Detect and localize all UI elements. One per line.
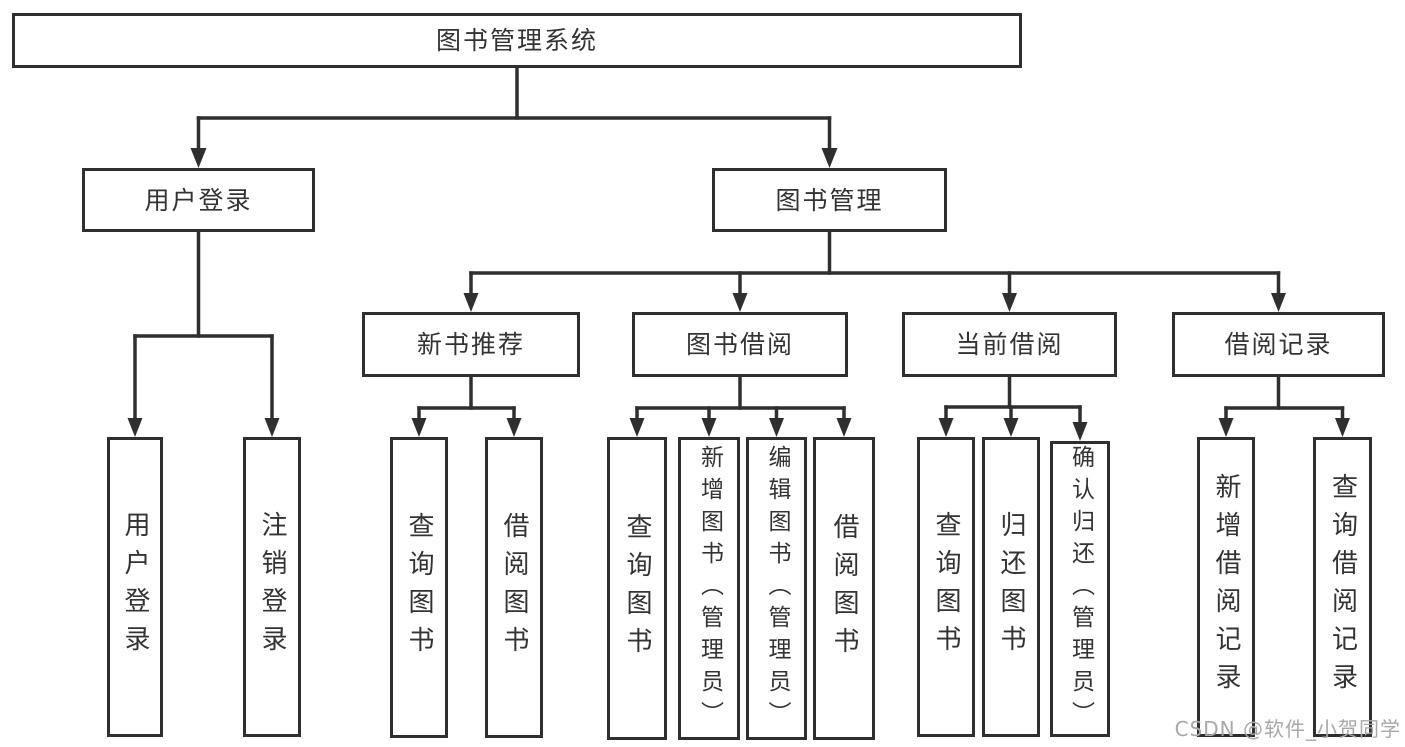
node-label: 查询图书 — [622, 512, 652, 665]
leaf-confirm-return-admin: 确认归还（管理员） — [1050, 441, 1110, 737]
node-label: 新增图书（管理员） — [696, 444, 723, 733]
node-label: 新增借阅记录 — [1211, 473, 1241, 701]
node-label: 查询图书 — [931, 511, 961, 663]
leaf-logout: 注销登录 — [243, 437, 301, 737]
leaf-query-books-current: 查询图书 — [917, 437, 975, 737]
node-label: 用户登录 — [144, 185, 253, 215]
connector-borrow-records-to-leaves — [1218, 375, 1350, 437]
node-label: 编辑图书（管理员） — [764, 444, 790, 733]
watermark: CSDN @软件_小贺同学 — [1174, 717, 1401, 741]
node-label: 查询图书 — [404, 511, 434, 664]
leaf-edit-book-admin: 编辑图书（管理员） — [746, 437, 807, 740]
leaf-query-books-borrow: 查询图书 — [607, 437, 667, 740]
node-label: 当前借阅 — [955, 330, 1064, 359]
node-label: 用户登录 — [120, 511, 150, 663]
node-label: 查询借阅记录 — [1327, 473, 1358, 701]
node-label: 图书管理 — [775, 185, 884, 215]
leaf-borrow-books-recommend: 借阅图书 — [485, 437, 543, 738]
leaf-query-books-recommend: 查询图书 — [390, 437, 448, 738]
node-book-borrowing: 图书借阅 — [632, 312, 848, 377]
connector-new-book-to-leaves — [411, 375, 522, 437]
node-label: 借阅记录 — [1224, 330, 1333, 359]
connector-book-mgmt-to-level2 — [463, 230, 1286, 312]
node-new-book-recommendation: 新书推荐 — [362, 312, 580, 377]
connector-root-to-level1 — [190, 66, 838, 168]
node-user-login: 用户登录 — [82, 168, 315, 232]
node-label: 图书借阅 — [685, 330, 794, 359]
leaf-borrow-books: 借阅图书 — [813, 437, 875, 740]
leaf-user-login: 用户登录 — [107, 437, 163, 737]
node-label: 借阅图书 — [499, 511, 529, 664]
node-book-management: 图书管理 — [712, 168, 947, 232]
node-label: 借阅图书 — [829, 512, 859, 665]
leaf-return-books: 归还图书 — [982, 437, 1040, 737]
connector-book-borrow-to-leaves — [629, 375, 852, 437]
leaf-add-book-admin: 新增图书（管理员） — [678, 437, 740, 740]
node-label: 图书管理系统 — [435, 26, 598, 55]
node-current-borrowing: 当前借阅 — [902, 312, 1117, 377]
node-library-management-system: 图书管理系统 — [12, 13, 1022, 68]
node-label: 注销登录 — [257, 511, 287, 663]
node-label: 归还图书 — [996, 511, 1026, 663]
connector-current-borrow-to-leaves — [938, 375, 1088, 441]
node-label: 新书推荐 — [416, 330, 525, 359]
connector-user-login-to-leaves — [127, 230, 280, 437]
leaf-query-borrow-record: 查询借阅记录 — [1313, 437, 1372, 737]
node-borrowing-records: 借阅记录 — [1172, 312, 1385, 377]
node-label: 确认归还（管理员） — [1067, 445, 1094, 733]
leaf-add-borrow-record: 新增借阅记录 — [1197, 437, 1255, 737]
